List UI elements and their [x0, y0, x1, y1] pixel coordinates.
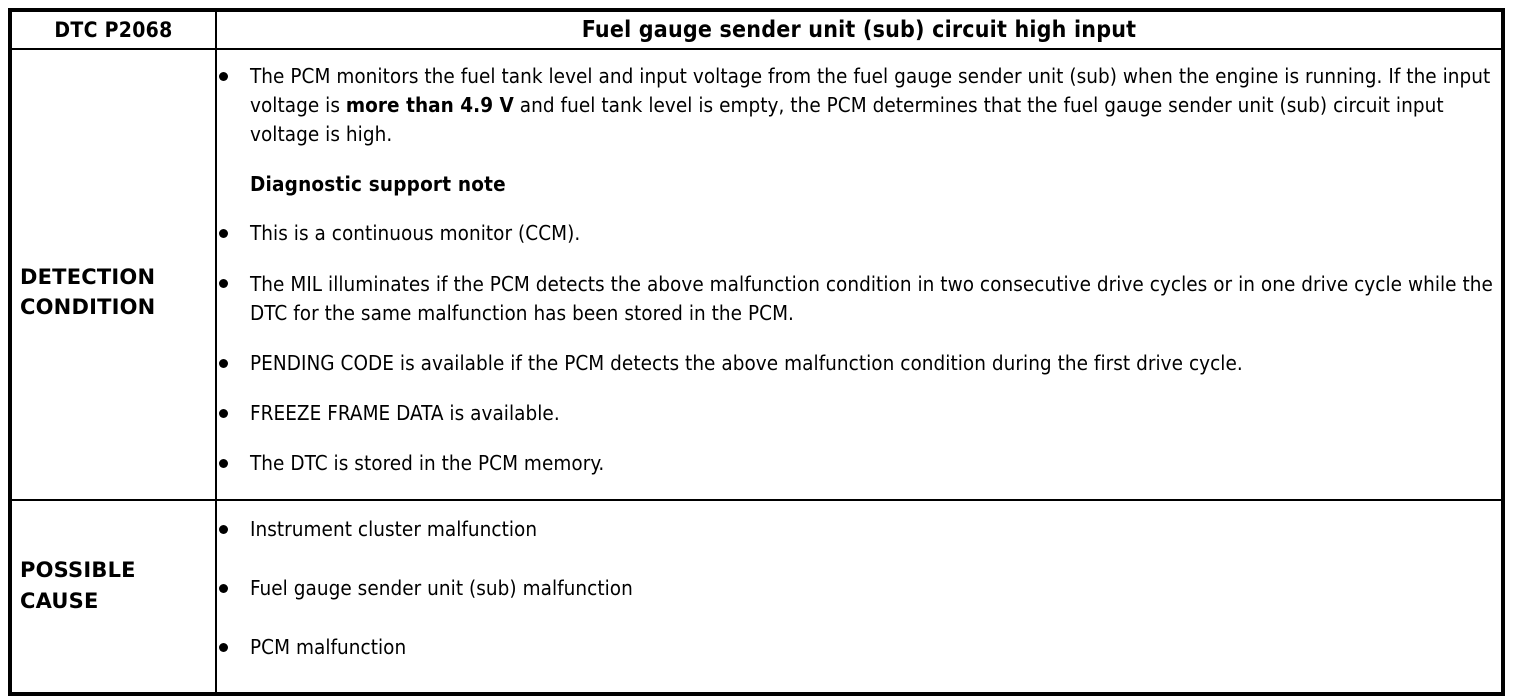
- list-item-text: FREEZE FRAME DATA is available.: [250, 400, 560, 425]
- bullet-dot-icon: [219, 458, 228, 468]
- list-item: The MIL illuminates if the PCM detects t…: [217, 270, 1501, 328]
- table-header-row: DTC P2068 Fuel gauge sender unit (sub) c…: [10, 10, 1503, 50]
- list-item-text: The DTC is stored in the PCM memory.: [250, 450, 605, 475]
- dtc-code-cell: DTC P2068: [10, 10, 217, 50]
- list-item: PCM malfunction: [217, 633, 1501, 662]
- detection-condition-label-cell: DETECTION CONDITION: [10, 47, 217, 502]
- list-item-text: PENDING CODE is available if the PCM det…: [250, 350, 1243, 375]
- emphasized-text: more than 4.9 V: [345, 93, 514, 118]
- bullet-dot-icon: [219, 584, 228, 594]
- table-row-detection-condition: DETECTION CONDITION The PCM monitors the…: [10, 47, 1503, 502]
- possible-cause-label-cell: POSSIBLE CAUSE: [10, 499, 217, 695]
- dtc-table: DTC P2068 Fuel gauge sender unit (sub) c…: [8, 8, 1505, 697]
- bullet-dot-icon: [219, 358, 228, 368]
- bullet-dot-icon: [219, 408, 228, 418]
- bullet-dot-icon: [219, 71, 228, 81]
- bullet-dot-icon: [219, 229, 228, 239]
- detection-condition-content-cell: The PCM monitors the fuel tank level and…: [215, 47, 1503, 502]
- list-item-text: Instrument cluster malfunction: [250, 517, 538, 542]
- plain-text: and fuel tank level is empty, the PCM de…: [250, 93, 1444, 147]
- list-item: FREEZE FRAME DATA is available.: [217, 399, 1501, 428]
- list-item-text: Fuel gauge sender unit (sub) malfunction: [250, 576, 633, 601]
- list-item-text: The PCM monitors the fuel tank level and…: [250, 64, 1490, 146]
- bullet-dot-icon: [219, 643, 228, 653]
- bullet-dot-icon: [219, 279, 228, 289]
- list-item: Instrument cluster malfunction: [217, 515, 1501, 544]
- possible-cause-label: POSSIBLE CAUSE: [20, 558, 136, 613]
- detection-condition-list: The PCM monitors the fuel tank level and…: [217, 62, 1501, 478]
- list-item: Fuel gauge sender unit (sub) malfunction: [217, 574, 1501, 603]
- bullet-dot-icon: [219, 524, 228, 534]
- diagnostic-support-note-heading: Diagnostic support note: [250, 172, 506, 197]
- plain-text: The PCM monitors the fuel tank level and…: [250, 64, 1491, 118]
- dtc-title-cell: Fuel gauge sender unit (sub) circuit hig…: [215, 10, 1503, 50]
- list-item: This is a continuous monitor (CCM).: [217, 219, 1501, 248]
- detection-condition-label: DETECTION CONDITION: [20, 265, 156, 320]
- list-item: The DTC is stored in the PCM memory.: [217, 449, 1501, 478]
- list-item-text: This is a continuous monitor (CCM).: [250, 221, 581, 246]
- table-row-possible-cause: POSSIBLE CAUSE Instrument cluster malfun…: [10, 499, 1503, 695]
- list-item: PENDING CODE is available if the PCM det…: [217, 349, 1501, 378]
- list-item-text: The MIL illuminates if the PCM detects t…: [250, 271, 1493, 325]
- list-item-text: PCM malfunction: [250, 635, 407, 660]
- list-item: The PCM monitors the fuel tank level and…: [217, 62, 1501, 149]
